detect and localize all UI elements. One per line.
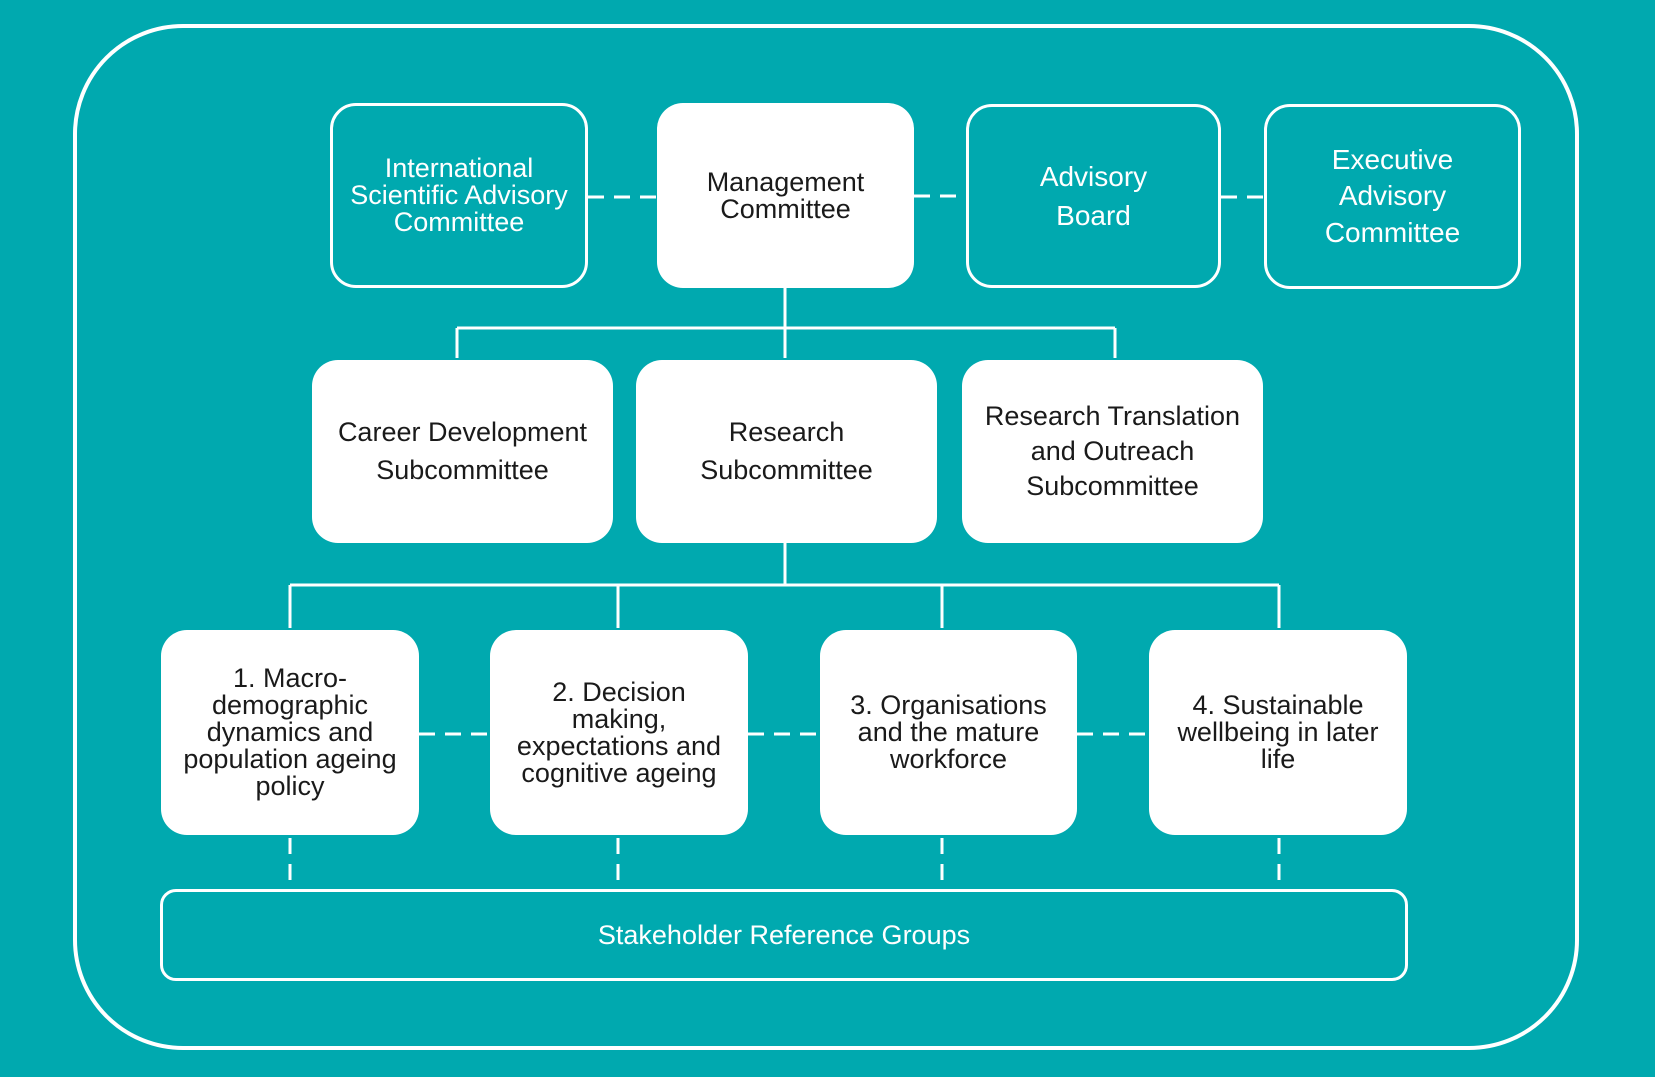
stream-box: 4. Sustainable wellbeing in later life xyxy=(1149,630,1407,835)
career-development-subcommittee-box: Career Development Subcommittee xyxy=(312,360,613,543)
stream-box: 3. Organisations and the mature workforc… xyxy=(820,630,1077,835)
outer-frame xyxy=(73,24,1579,1050)
research-subcommittee-box: Research Subcommittee xyxy=(636,360,937,543)
isac-box: International Scientific Advisory Commit… xyxy=(330,103,588,288)
management-committee-box: Management Committee xyxy=(657,103,914,288)
advisory-board-box: Advisory Board xyxy=(966,104,1221,288)
stakeholder-reference-groups-box: Stakeholder Reference Groups xyxy=(160,889,1408,981)
stream-box: 1. Macro- demographic dynamics and popul… xyxy=(161,630,419,835)
stream-box: 2. Decision making, expectations and cog… xyxy=(490,630,748,835)
executive-advisory-committee-box: Executive Advisory Committee xyxy=(1264,104,1521,289)
research-translation-subcommittee-box: Research Translation and Outreach Subcom… xyxy=(962,360,1263,543)
